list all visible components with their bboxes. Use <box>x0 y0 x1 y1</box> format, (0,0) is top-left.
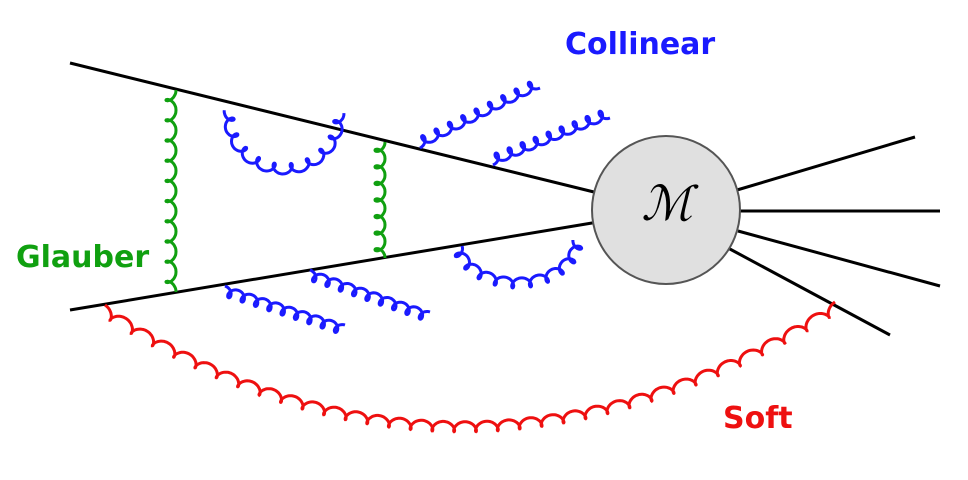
collinear-gluon-lower-2 <box>309 268 431 321</box>
collinear-gluon-upper-1 <box>419 80 541 150</box>
glauber-label: Glauber <box>16 240 150 275</box>
glauber-gluon-right <box>373 141 387 259</box>
collinear-loop-lower <box>453 240 584 290</box>
glauber-gluon-left <box>164 89 178 293</box>
outgoing-line-4 <box>727 246 891 337</box>
incoming-line-upper <box>69 61 599 195</box>
incoming-line-lower <box>69 220 599 312</box>
outgoing-line-3 <box>737 229 941 288</box>
outgoing-line-1 <box>736 135 916 192</box>
collinear-loop-upper <box>222 110 346 176</box>
soft-gluon <box>104 300 836 434</box>
hard-vertex-symbol: ℳ <box>641 176 693 232</box>
collinear-gluon-lower-1 <box>224 284 346 334</box>
hard-vertex <box>591 135 741 285</box>
collinear-gluon-upper-2 <box>492 109 611 167</box>
collinear-label: Collinear <box>565 27 716 62</box>
soft-label: Soft <box>723 401 793 436</box>
